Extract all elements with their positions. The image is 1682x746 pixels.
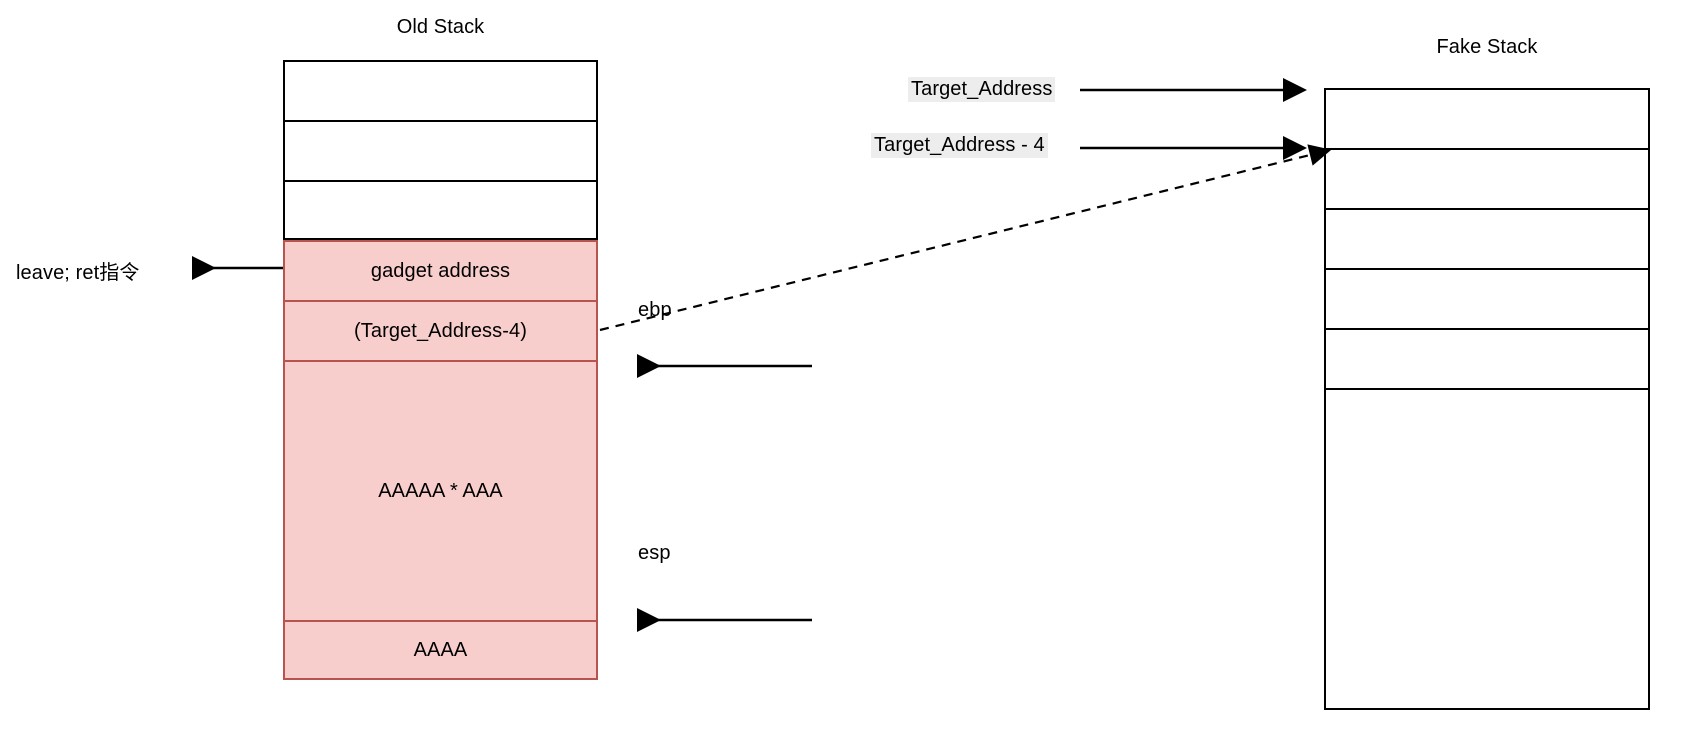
- old-stack-cell-padding: AAAAA * AAA: [283, 360, 598, 620]
- target-address-minus-4-label: Target_Address - 4: [871, 133, 1048, 158]
- old-stack-cell-empty-2: [283, 120, 598, 180]
- old-stack-cell-label: AAAA: [413, 638, 468, 661]
- fake-stack-title: Fake Stack: [1436, 36, 1538, 58]
- old-stack-cell-empty-3: [283, 180, 598, 240]
- old-stack-cell-target-address-minus-4: (Target_Address-4): [283, 300, 598, 360]
- esp-label: esp: [638, 542, 671, 564]
- fake-stack-cell-2: [1324, 148, 1650, 208]
- old-stack-cell-gadget-address: gadget address: [283, 240, 598, 300]
- fake-stack: [1324, 88, 1650, 710]
- old-stack-cell-label: AAAAA * AAA: [378, 479, 503, 502]
- fake-stack-cell-1: [1324, 88, 1650, 148]
- old-stack-cell-label: (Target_Address-4): [354, 319, 527, 342]
- fake-stack-dashed-connector: [599, 144, 1332, 332]
- fake-stack-cell-4: [1324, 268, 1650, 328]
- leave-ret-label: leave; ret指令: [16, 262, 140, 284]
- old-stack-cell-empty-1: [283, 60, 598, 120]
- fake-stack-cell-3: [1324, 208, 1650, 268]
- target-address-label: Target_Address: [908, 77, 1056, 102]
- old-stack-cell-label: gadget address: [370, 259, 511, 282]
- old-stack-title: Old Stack: [396, 16, 485, 38]
- fake-stack-cell-6: [1324, 388, 1650, 710]
- old-stack: gadget address (Target_Address-4) AAAAA …: [283, 60, 598, 680]
- old-stack-cell-aaaa: AAAA: [283, 620, 598, 680]
- fake-stack-cell-5: [1324, 328, 1650, 388]
- ebp-label: ebp: [638, 299, 672, 321]
